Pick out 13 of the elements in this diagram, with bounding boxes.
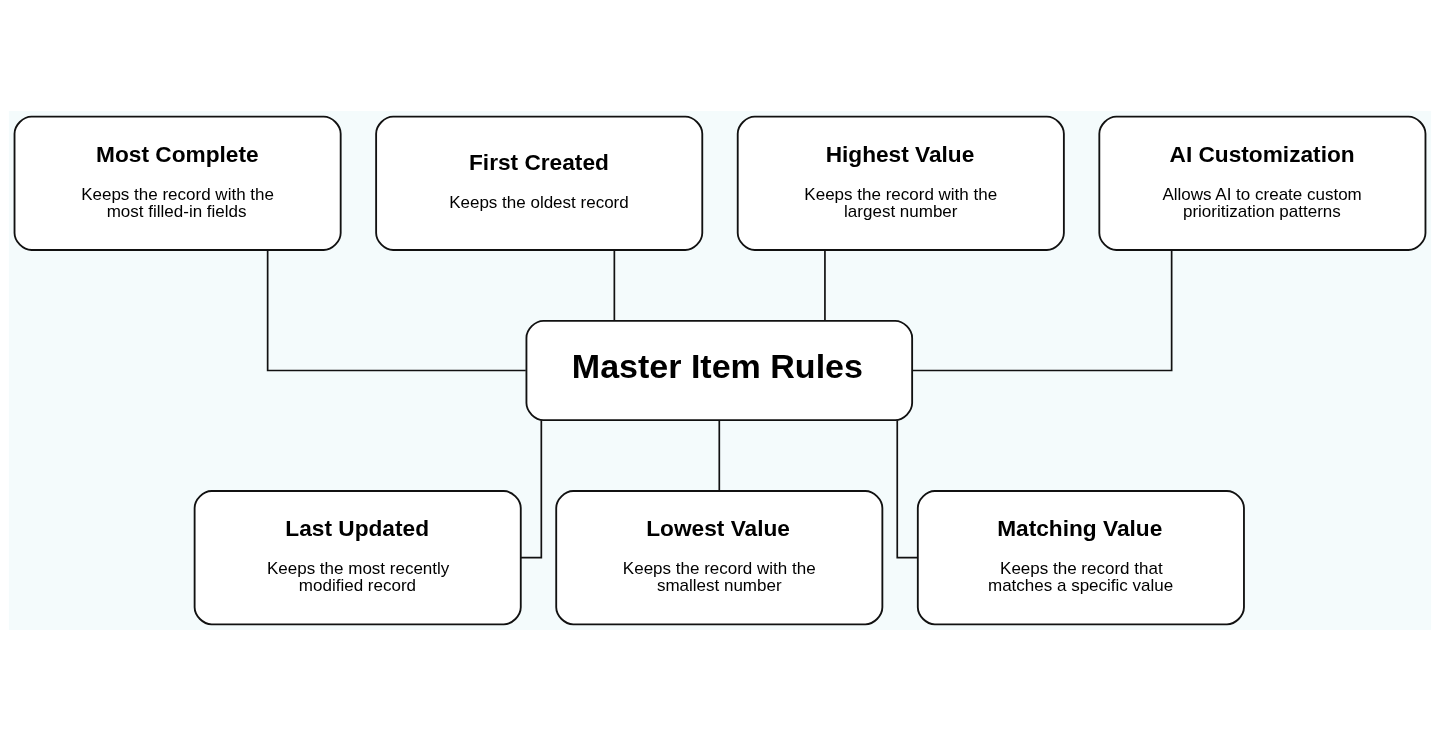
node-box: Matching Value Keeps the record that matches a specific value xyxy=(916,489,1245,625)
node-box: Highest Value Keeps the record with the largest number xyxy=(736,115,1065,251)
connector xyxy=(266,249,527,371)
connector xyxy=(824,249,826,321)
node-box: Most Complete Keeps the record with the most filled-in fields xyxy=(13,115,342,251)
node-box: Master Item Rules xyxy=(525,319,914,421)
node-box: Last Updated Keeps the most recently modified record xyxy=(193,489,522,625)
connector xyxy=(613,249,616,321)
connector xyxy=(718,418,721,492)
node-box: First Created Keeps the oldest record xyxy=(375,115,704,251)
connector xyxy=(911,249,1173,371)
node-box: AI Customization Allows AI to create custom prioritization patterns xyxy=(1098,115,1427,251)
node-box: Lowest Value Keeps the record with the smallest number xyxy=(555,489,884,625)
